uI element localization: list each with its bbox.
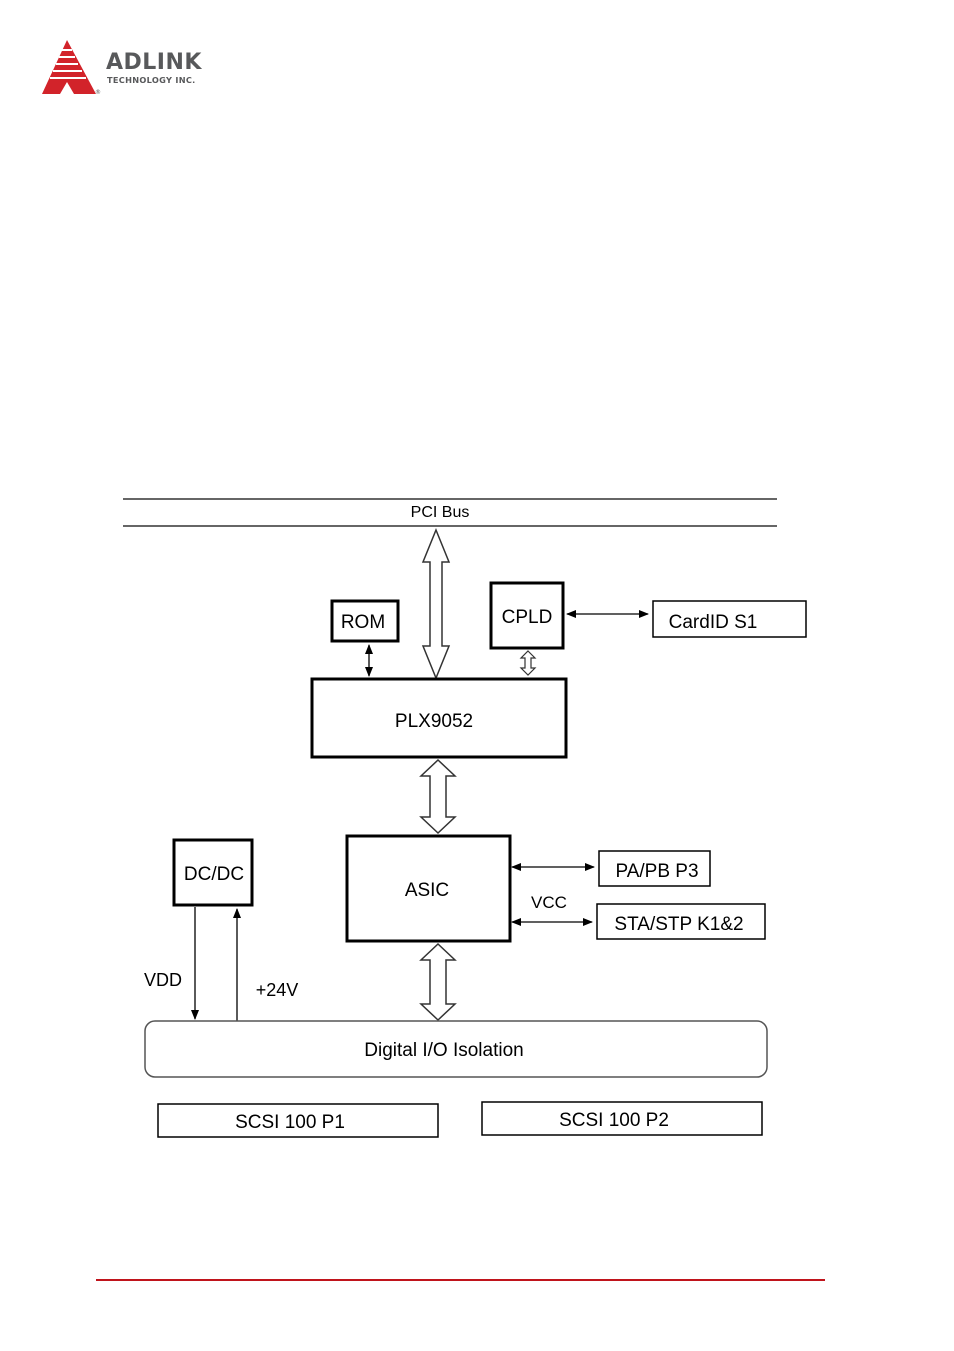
vdd-label: VDD [144,970,182,990]
asic-block: ASIC [347,836,510,941]
rom-label: ROM [341,612,385,633]
dcdc-block: DC/DC [174,840,252,905]
asic-isolation-link-arrow [421,944,455,1020]
papb-label: PA/PB P3 [615,861,698,882]
stastp-label: STA/STP K1&2 [614,914,743,935]
vcc-label: VCC [531,893,567,912]
dcdc-label: DC/DC [184,864,244,885]
plx9052-label: PLX9052 [395,711,473,732]
cpld-plx-link-arrow [521,651,535,675]
pci-bus: PCI Bus [123,499,777,526]
asic-label: ASIC [405,880,449,901]
cpld-block: CPLD [491,583,563,648]
scsi-p1-block: SCSI 100 P1 [158,1104,438,1137]
plx-asic-link-arrow [421,760,455,833]
plx9052-block: PLX9052 [312,679,566,757]
papb-block: PA/PB P3 [599,851,710,886]
rom-block: ROM [332,601,398,641]
v24-label: +24V [256,980,299,1000]
pci-bus-label: PCI Bus [411,504,470,521]
scsi-p2-block: SCSI 100 P2 [482,1102,762,1135]
stastp-block: STA/STP K1&2 [597,904,765,939]
isolation-block: Digital I/O Isolation [145,1021,767,1077]
scsi-p2-label: SCSI 100 P2 [559,1110,669,1131]
cardid-block: CardID S1 [653,601,806,637]
scsi-p1-label: SCSI 100 P1 [235,1112,345,1133]
cardid-label: CardID S1 [669,612,758,633]
footer-divider [96,1279,825,1281]
pci-plx-link-arrow [423,530,449,678]
cpld-label: CPLD [502,607,553,628]
isolation-label: Digital I/O Isolation [364,1040,523,1061]
